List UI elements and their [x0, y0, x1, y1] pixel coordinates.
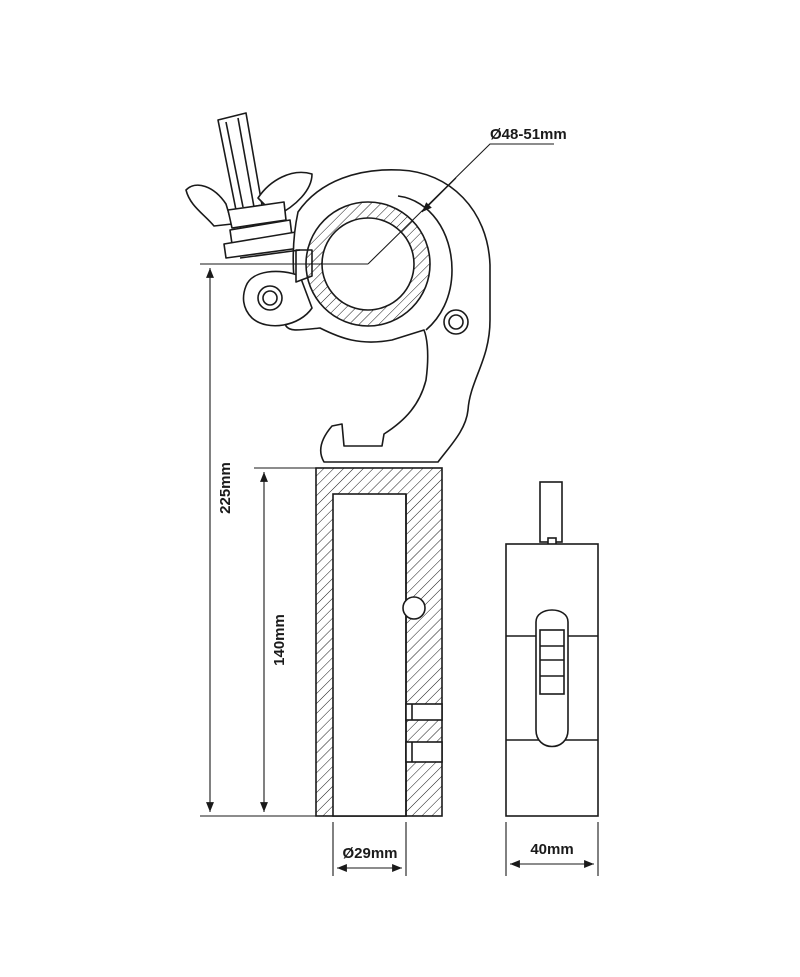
wing-bolt	[185, 112, 313, 259]
label-total-height: 225mm	[217, 462, 234, 514]
spigot-groove-2	[405, 741, 443, 763]
pipe-diameter-leader	[367, 143, 554, 265]
label-pipe-diameter: Ø48-51mm	[490, 126, 567, 143]
spigot-bore	[332, 493, 407, 817]
pivot-lug	[242, 270, 313, 327]
clamp-side-view	[505, 481, 599, 817]
dimension-lines	[200, 143, 599, 876]
spigot-groove-1	[405, 703, 443, 721]
label-spigot-height: 140mm	[271, 614, 288, 666]
label-spigot-diameter: Ø29mm	[342, 845, 397, 862]
spigot-screw-hole	[402, 596, 426, 620]
hook-clamp-front-view	[185, 112, 491, 463]
side-bolt-stem	[539, 481, 563, 543]
spigot-section-view	[315, 467, 443, 817]
label-side-width: 40mm	[530, 841, 573, 858]
side-lever	[535, 609, 569, 748]
side-screw	[443, 309, 469, 335]
